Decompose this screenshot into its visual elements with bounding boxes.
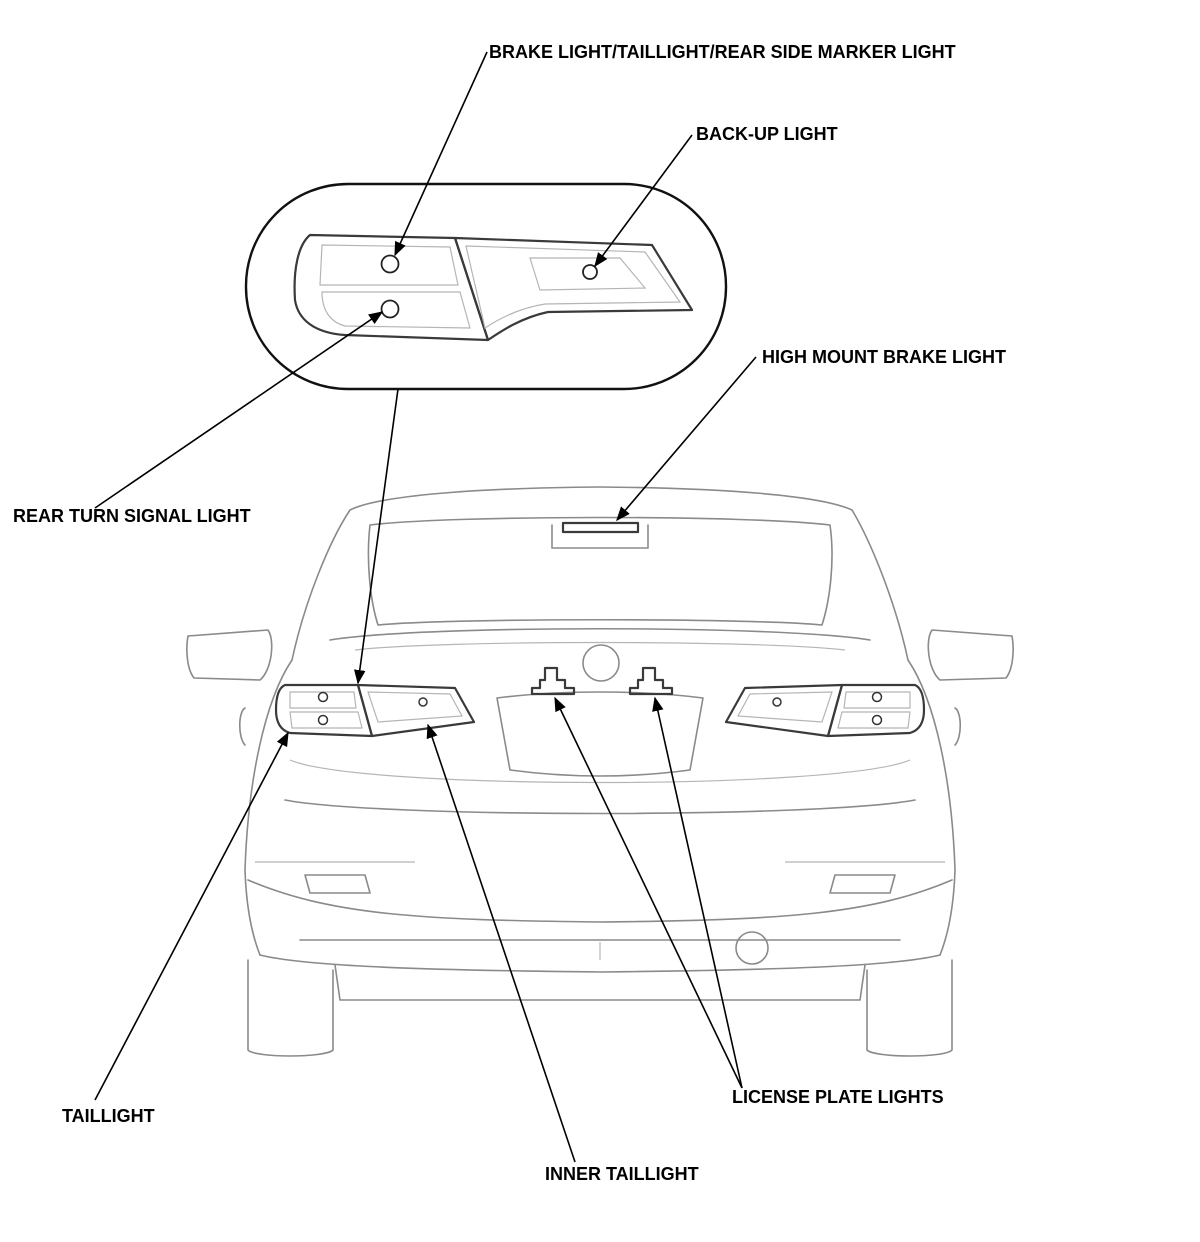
right-reflector: [829, 874, 896, 894]
label-backup-light: BACK-UP LIGHT: [696, 124, 838, 144]
right-lamp-seg-1: [843, 691, 911, 709]
left-lamp-seg-2: [289, 711, 363, 729]
right-taillight-assembly: [724, 683, 926, 738]
car-body: [186, 486, 1014, 1057]
high-mount-housing: [551, 524, 649, 549]
right-tire: [866, 959, 953, 1057]
inner-taillight-leader: [426, 723, 576, 1163]
left-lamp-seg-1: [289, 691, 357, 709]
left-bulb-backup: [418, 697, 428, 707]
license-plate-lights: [530, 666, 674, 696]
inset-bulb-brake: [380, 254, 400, 274]
leader-lines: [94, 51, 757, 1163]
label-taillight: TAILLIGHT: [62, 1106, 155, 1126]
rear-window: [367, 516, 833, 626]
inset-connector-arrow: [354, 388, 399, 685]
left-mirror: [186, 629, 273, 681]
left-taillight-assembly: [274, 683, 476, 738]
underbody: [334, 964, 866, 1001]
label-license-plate-lights: LICENSE PLATE LIGHTS: [732, 1087, 944, 1107]
inset-backup-lens: [529, 257, 647, 291]
emblem: [582, 644, 620, 682]
right-side-marker: [954, 707, 962, 746]
left-bulb-turn: [317, 714, 329, 726]
label-inner-taillight: INNER TAILLIGHT: [545, 1164, 699, 1184]
right-body-side: [907, 659, 956, 956]
right-mirror: [927, 629, 1014, 681]
left-outer-taillight: [274, 683, 374, 738]
bumper-bottom: [259, 954, 941, 973]
license-plate-light-left: [530, 666, 576, 696]
left-body-side: [244, 659, 293, 956]
exhaust: [735, 931, 769, 965]
trunk-top: [329, 627, 871, 641]
backup-light-leader: [594, 134, 693, 268]
right-bulb-backup: [772, 697, 782, 707]
car-roof-outline: [291, 486, 909, 661]
high-mount-leader: [616, 356, 757, 522]
right-lamp-seg-3: [737, 691, 833, 723]
bumper-crease-upper: [289, 759, 911, 784]
lower-bumper-curve: [247, 879, 953, 923]
left-reflector: [304, 874, 371, 894]
license-plate-light-right: [628, 666, 674, 696]
left-side-marker: [238, 707, 246, 746]
label-high-mount-brake-light: HIGH MOUNT BRAKE LIGHT: [762, 347, 1006, 367]
label-brake-tail-side-marker: BRAKE LIGHT/TAILLIGHT/REAR SIDE MARKER L…: [489, 42, 956, 62]
left-lamp-seg-3: [367, 691, 463, 723]
bumper-line: [284, 799, 916, 815]
right-bulb-brake: [871, 691, 883, 703]
license-plate-leader-right: [652, 696, 743, 1089]
inset-inner-lamp: [453, 236, 694, 342]
brake-light-leader: [394, 51, 488, 257]
inset-seg-lower: [321, 291, 471, 329]
trunk-crease: [354, 641, 846, 651]
high-mount-brake-light: [561, 521, 640, 534]
left-inner-taillight: [356, 683, 476, 738]
right-inner-taillight: [724, 683, 844, 738]
inset-bulb-turn: [380, 299, 400, 319]
taillight-leader: [94, 731, 289, 1101]
left-tire: [247, 959, 334, 1057]
right-outer-taillight: [826, 683, 926, 738]
rear-turn-leader: [94, 311, 384, 509]
right-bulb-turn: [871, 714, 883, 726]
inset-outer-lamp: [293, 233, 490, 342]
detail-inset: [244, 182, 728, 391]
inset-seg-inner: [465, 245, 682, 329]
label-rear-turn-signal: REAR TURN SIGNAL LIGHT: [13, 506, 251, 526]
inset-bulb-backup: [582, 264, 598, 280]
license-plate-leader-left: [554, 696, 743, 1089]
right-lamp-seg-2: [837, 711, 911, 729]
license-plate-recess: [496, 691, 704, 777]
inset-seg-upper: [319, 244, 459, 286]
left-bulb-brake: [317, 691, 329, 703]
detail-inset-frame: [244, 182, 728, 391]
